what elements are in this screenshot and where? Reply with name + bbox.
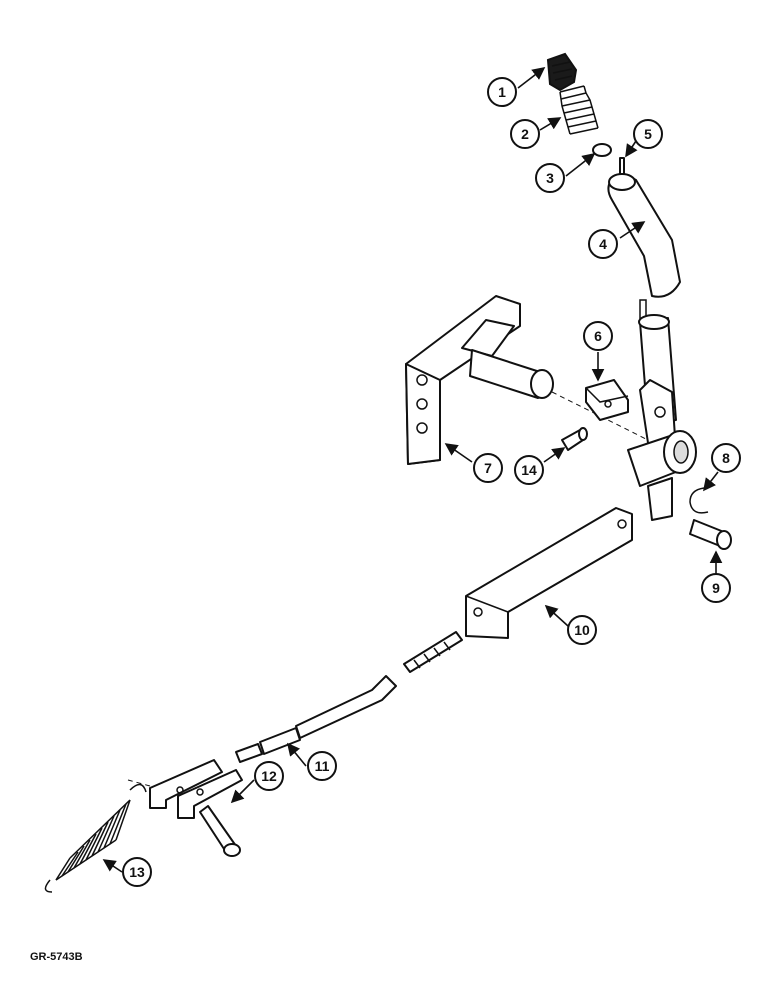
callout-10: 10: [567, 615, 597, 645]
svg-text:2: 2: [521, 126, 529, 142]
reference-code: GR-5743B: [30, 951, 83, 963]
svg-text:4: 4: [599, 236, 607, 252]
svg-text:6: 6: [594, 328, 602, 344]
spring-part: [559, 85, 599, 135]
callout-14: 14: [514, 455, 544, 485]
bolt-part: [689, 519, 732, 550]
svg-text:3: 3: [546, 170, 554, 186]
bracket-part: [405, 295, 649, 465]
clip-ring-part: [689, 487, 709, 514]
callout-13: 13: [122, 857, 152, 887]
arm-part: [465, 507, 633, 639]
extension-spring-part: [44, 783, 147, 893]
callout-7: 7: [473, 453, 503, 483]
pin-part: [561, 427, 588, 451]
svg-text:11: 11: [315, 758, 330, 774]
callout-2: 2: [510, 119, 540, 149]
clevis-part: [127, 759, 243, 819]
link-rod-part: [235, 631, 463, 763]
callout-6: 6: [583, 321, 613, 351]
block-part: [585, 379, 629, 421]
svg-text:8: 8: [722, 450, 730, 466]
callout-4: 4: [588, 229, 618, 259]
callout-12: 12: [254, 761, 284, 791]
callout-5: 5: [633, 119, 663, 149]
svg-text:12: 12: [261, 768, 277, 784]
lever-lower-part: [627, 314, 697, 521]
clevis-pin-part: [199, 805, 241, 857]
callout-1: 1: [487, 77, 517, 107]
svg-text:5: 5: [644, 126, 652, 142]
svg-text:10: 10: [574, 622, 590, 638]
lever-upper-part: [607, 173, 681, 321]
svg-text:7: 7: [484, 460, 492, 476]
callout-9: 9: [701, 573, 731, 603]
svg-text:14: 14: [521, 462, 537, 478]
callout-8: 8: [711, 443, 741, 473]
callout-3: 3: [535, 163, 565, 193]
knob-part: [546, 52, 578, 92]
callout-11: 11: [307, 751, 337, 781]
svg-text:9: 9: [712, 580, 720, 596]
washer-part: [592, 143, 612, 157]
svg-text:13: 13: [129, 864, 145, 880]
svg-text:1: 1: [498, 84, 506, 100]
